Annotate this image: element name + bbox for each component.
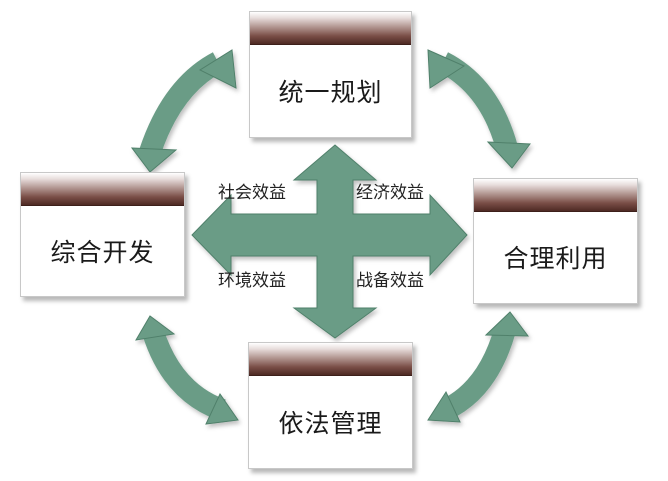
central-cross-arrow: [191, 144, 468, 339]
benefit-environmental: 环境效益: [218, 271, 286, 291]
box-label-lawful-management: 依法管理: [278, 408, 383, 438]
curved-arrow-right-to-bottom: [427, 311, 530, 423]
box-comprehensive-development: 综合开发: [20, 172, 185, 297]
box-rational-use: 合理利用: [473, 178, 638, 304]
curved-arrow-left-to-top: [130, 49, 237, 173]
benefit-economic: 经济效益: [356, 183, 424, 203]
box-lawful-management: 依法管理: [248, 342, 413, 469]
box-header-bar: [21, 173, 184, 206]
box-unified-planning: 统一规划: [249, 11, 412, 138]
benefit-strategic-reserve: 战备效益: [356, 271, 424, 291]
box-label-rational-use: 合理利用: [503, 244, 608, 273]
box-header-bar: [250, 12, 411, 45]
box-header-bar: [249, 343, 412, 376]
box-header-bar: [474, 179, 637, 212]
curved-arrow-bottom-to-left: [135, 315, 239, 425]
benefit-social: 社会效益: [218, 183, 286, 203]
box-label-unified-planning: 统一规划: [278, 77, 383, 107]
box-label-comprehensive-development: 综合开发: [50, 237, 155, 267]
curved-arrow-top-to-right: [427, 49, 531, 169]
